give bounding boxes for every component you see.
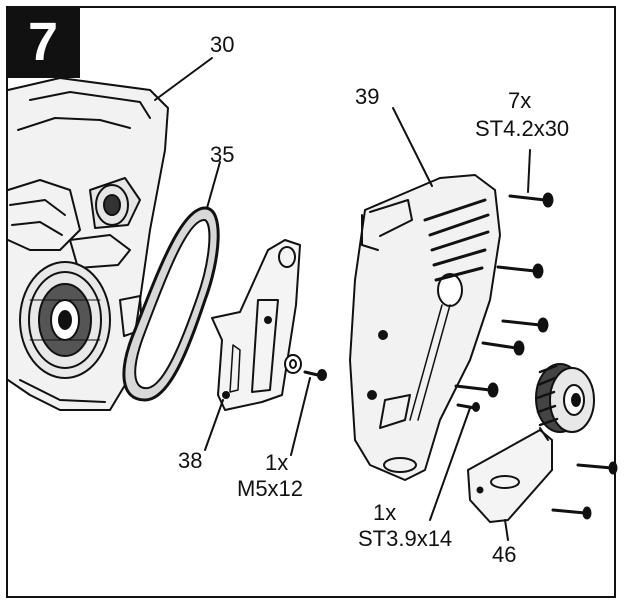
label-part-35: 35 [210,142,235,167]
label-part-39: 39 [355,84,380,109]
part-35-belt [122,206,220,402]
part-39-belt-guard [349,174,501,481]
label-part-30: 30 [210,32,235,57]
part-46-pulley-bracket [467,363,595,523]
label-part-38: 38 [178,448,203,473]
label-m5-spec: M5x12 [237,476,304,501]
label-st39-spec: ST3.9x14 [358,526,453,551]
diagram-frame [6,6,616,598]
label-st42-quantity: 7x [508,88,532,113]
step-number-badge: 7 [6,6,80,78]
part-30-housing [7,77,169,411]
label-st42-spec: ST4.2x30 [475,116,570,141]
screw-m5x12 [303,369,327,381]
screw-st3-9x14 [456,402,480,412]
label-part-46: 46 [492,542,517,567]
label-m5-quantity: 1x [265,450,289,475]
part-38-bracket [211,239,301,411]
screws-st4-2x30 [454,192,618,520]
leader-lines [154,57,531,541]
washer-m5 [284,354,302,374]
label-st39-quantity: 1x [373,500,397,525]
